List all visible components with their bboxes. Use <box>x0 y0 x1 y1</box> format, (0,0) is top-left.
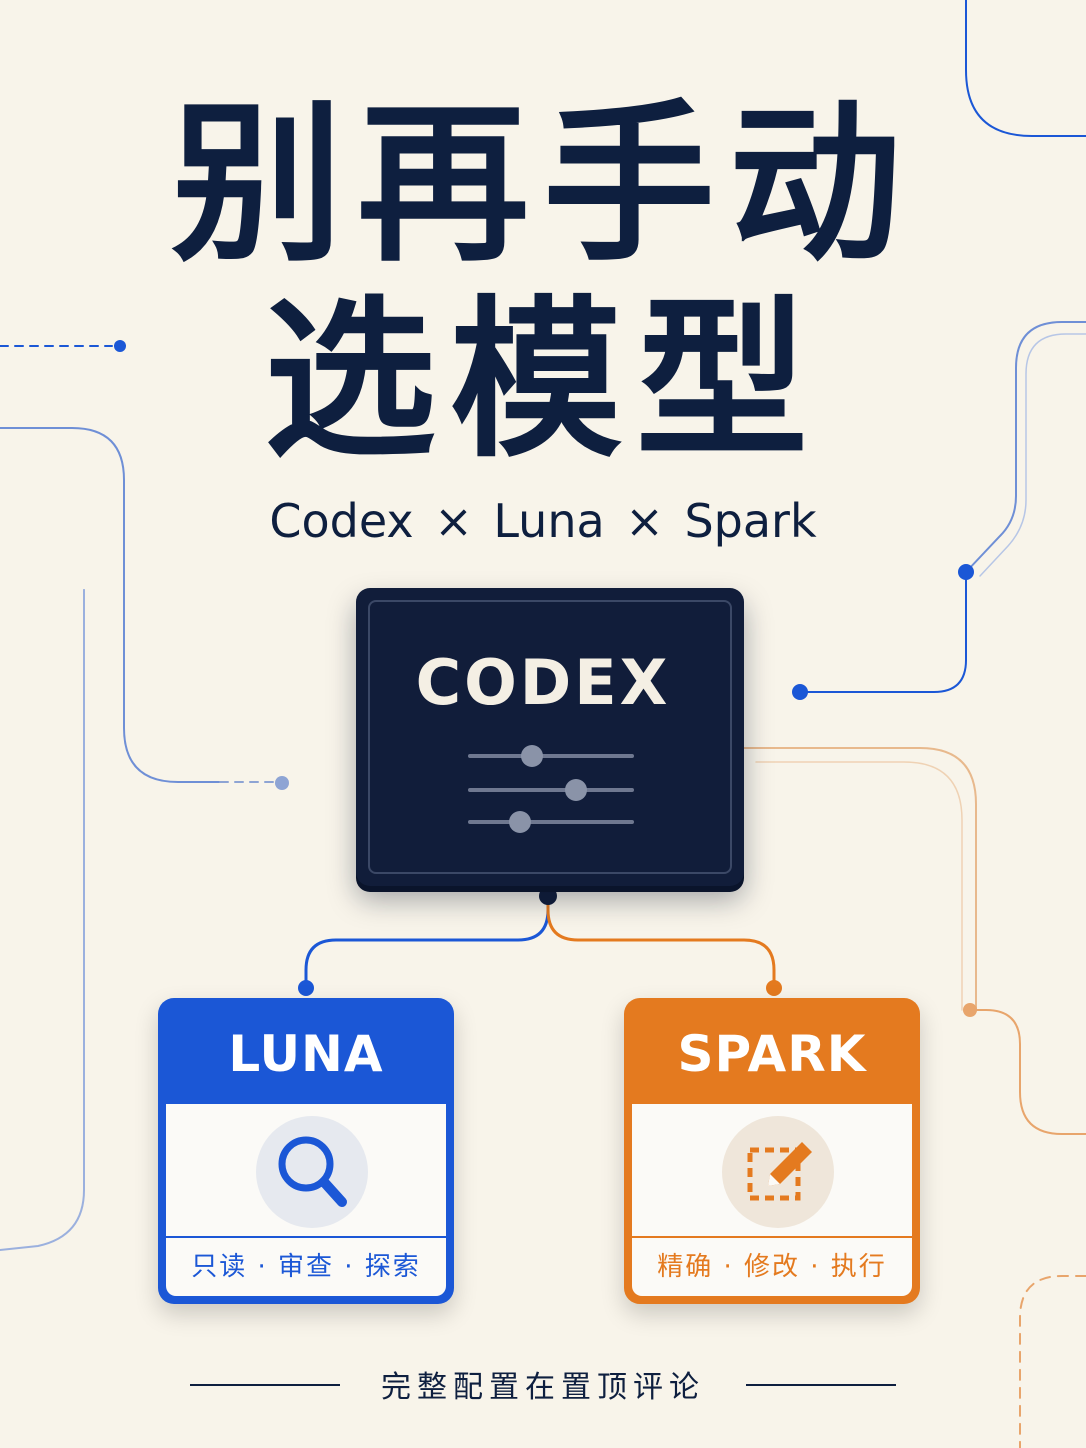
spark-divider <box>632 1236 912 1238</box>
luna-icon-circle <box>256 1116 368 1228</box>
luna-card: LUNA 只读 · 审查 · 探索 <box>158 998 454 1304</box>
title-line-2: 选模型 <box>264 278 822 481</box>
footer-line-left <box>190 1384 340 1386</box>
codex-card-border <box>368 600 732 874</box>
spark-card-body: 精确 · 修改 · 执行 <box>632 1104 912 1296</box>
luna-tags: 只读 · 审查 · 探索 <box>191 1252 421 1282</box>
search-icon <box>278 1136 347 1207</box>
codex-card <box>356 588 744 886</box>
luna-card-body: 只读 · 审查 · 探索 <box>166 1104 446 1296</box>
spark-tags: 精确 · 修改 · 执行 <box>657 1252 887 1282</box>
edit-icon <box>747 1142 812 1201</box>
spark-icon-circle <box>722 1116 834 1228</box>
spark-label: SPARK <box>677 1025 867 1083</box>
title-line-1: 别再手动 <box>171 82 915 285</box>
footer-line-right <box>746 1384 896 1386</box>
codex-label: CODEX <box>415 646 671 719</box>
luna-label: LUNA <box>228 1025 384 1083</box>
sliders-icon <box>468 745 634 833</box>
footer-note: 完整配置在置顶评论 <box>381 1370 705 1405</box>
subtitle: Codex × Luna × Spark <box>269 494 817 548</box>
luna-divider <box>166 1236 446 1238</box>
spark-card: SPARK 精确 · 修改 · 执行 <box>624 998 920 1304</box>
